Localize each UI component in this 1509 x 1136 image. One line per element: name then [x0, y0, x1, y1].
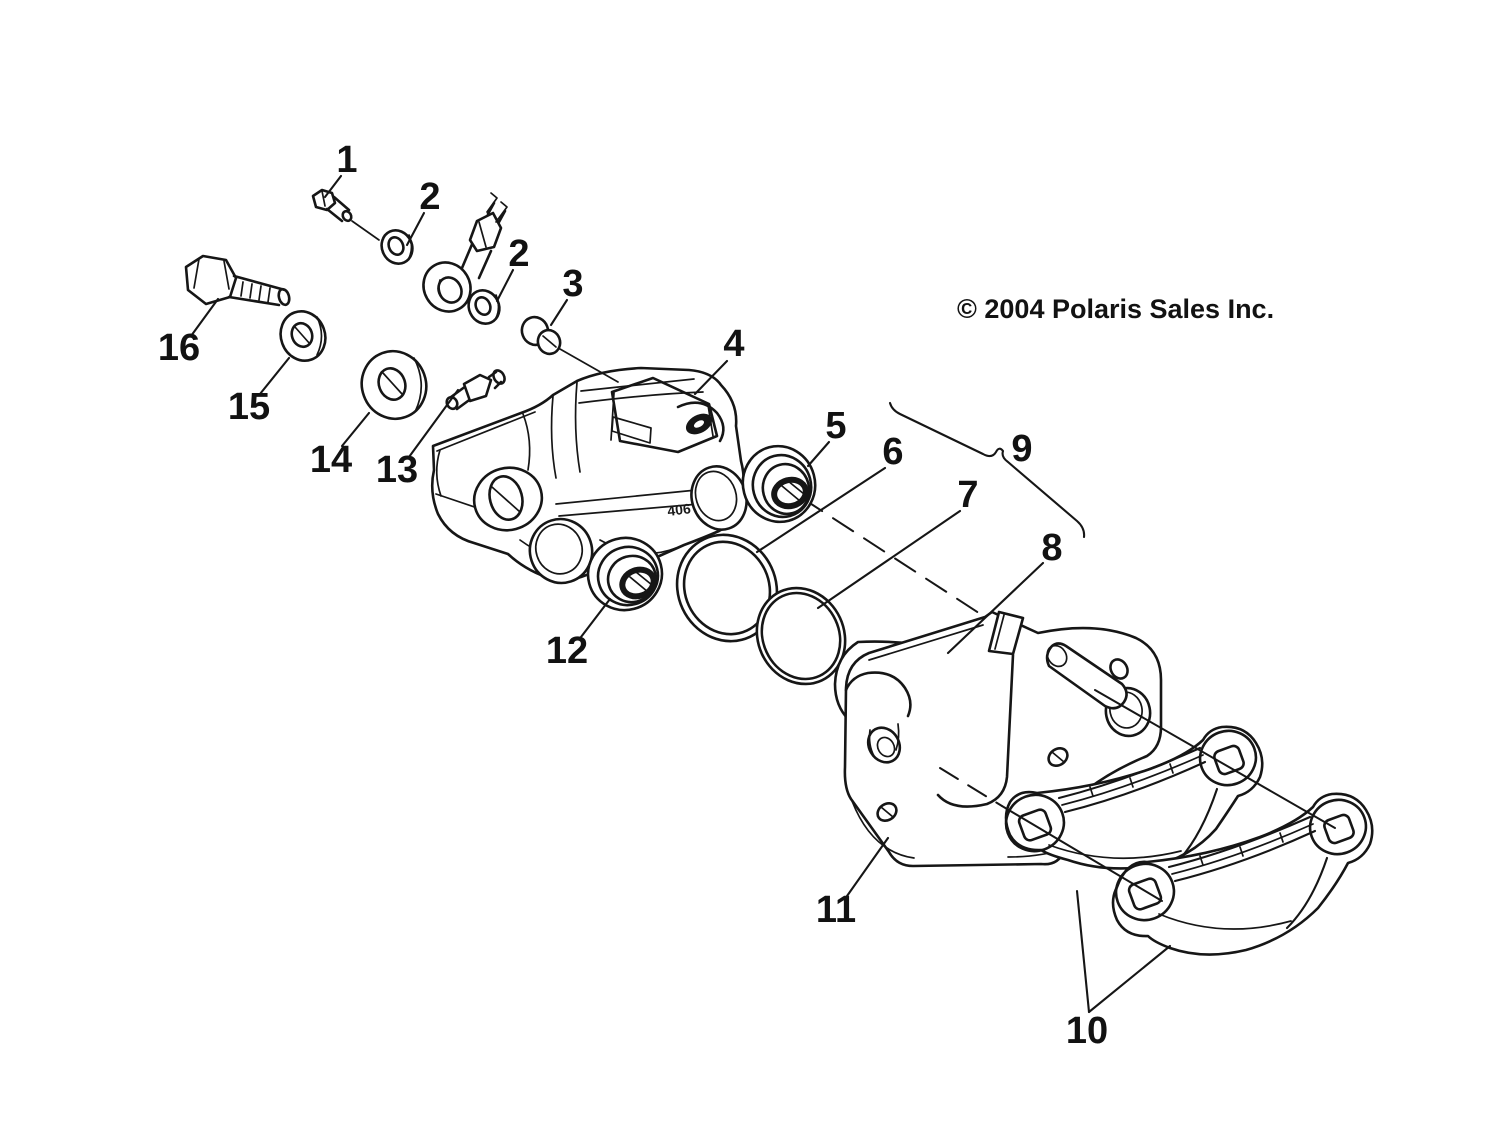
callout-label-9: 9 — [1011, 428, 1032, 470]
leader-line-6 — [755, 466, 887, 554]
callout-label-15: 15 — [228, 386, 270, 428]
callout-label-1: 1 — [336, 139, 357, 181]
o-ring-drawing — [675, 533, 779, 643]
leader-line-1 — [323, 174, 343, 199]
callout-label-7: 7 — [957, 474, 978, 516]
callout-label-10: 10 — [1066, 1010, 1108, 1052]
callout-label-4: 4 — [723, 323, 744, 365]
o-ring-drawing — [755, 586, 847, 686]
brake-pad-rear — [1004, 725, 1264, 870]
callout-label-12: 12 — [546, 630, 588, 672]
caliper-body-drawing: 406 — [430, 366, 748, 585]
brake-hose-fitting-drawing — [422, 192, 508, 313]
center-axis-lines-over — [939, 689, 1336, 902]
leader-line-16 — [189, 297, 220, 338]
piston-boot-drawing — [741, 444, 817, 524]
leader-line-13 — [407, 388, 460, 459]
hex-bolt-drawing — [184, 254, 291, 307]
callout-label-13: 13 — [376, 449, 418, 491]
piston-boot-drawing — [586, 536, 664, 612]
leader-line-14 — [340, 411, 371, 448]
seal-kit-brace — [888, 401, 1086, 539]
leader-line-5 — [806, 440, 831, 468]
callout-label-2: 2 — [419, 176, 440, 218]
leader-line-2 — [405, 211, 426, 247]
leader-line-11 — [845, 836, 890, 898]
leader-line-8 — [946, 561, 1045, 655]
callout-label-8: 8 — [1041, 527, 1062, 569]
leader-line-10 — [1075, 889, 1091, 1014]
caliper-casting-mark: 406 — [666, 500, 691, 519]
leader-line-15 — [258, 356, 291, 396]
leader-line-10 — [1087, 944, 1172, 1014]
brake-pads-drawing — [1004, 725, 1374, 956]
leader-line-12 — [579, 597, 612, 639]
leader-line-7 — [816, 509, 962, 610]
callout-label-11: 11 — [816, 889, 856, 931]
callout-label-5: 5 — [825, 405, 846, 447]
leader-line-2 — [495, 268, 515, 303]
callout-label-2: 2 — [508, 233, 529, 275]
callout-label-16: 16 — [158, 327, 200, 369]
callout-label-14: 14 — [310, 439, 352, 481]
callout-label-6: 6 — [882, 431, 903, 473]
copyright-notice: © 2004 Polaris Sales Inc. — [957, 294, 1274, 324]
bushing-drawing — [520, 315, 619, 383]
bleeder-screw-drawing — [445, 369, 506, 411]
leader-line-4 — [693, 359, 729, 396]
leader-line-3 — [549, 298, 569, 327]
brake-pad-front — [1111, 792, 1374, 956]
lock-washer-drawing — [279, 310, 327, 362]
flat-washer-drawing — [360, 349, 428, 421]
callout-label-3: 3 — [562, 263, 583, 305]
washer-drawing — [380, 229, 414, 265]
banjo-bolt-drawing — [311, 188, 380, 241]
